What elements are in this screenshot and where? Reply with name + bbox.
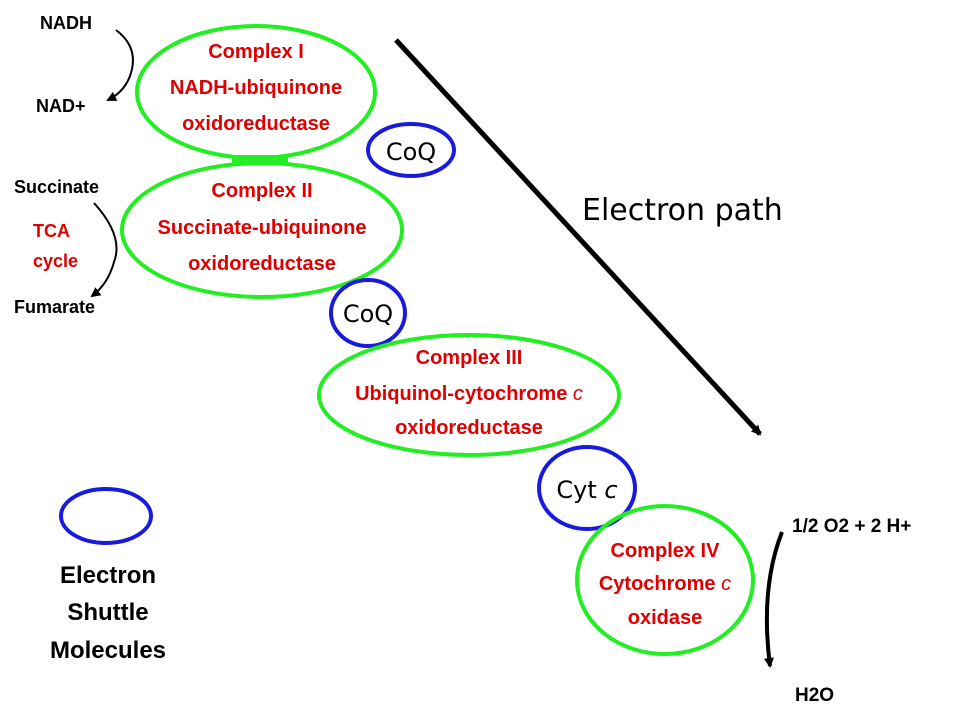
complex-iii-type: oxidoreductase <box>395 417 543 439</box>
cyt-c-label: Cyt c <box>556 476 617 504</box>
coq-shuttle-1: CoQ <box>366 122 456 178</box>
complex-iv-name: Complex IV <box>611 540 721 562</box>
tca-arrow <box>90 202 118 298</box>
complex-i-type: oxidoreductase <box>182 113 330 135</box>
complex-iii-ellipse <box>317 333 621 457</box>
complex-iii: Complex III Ubiquinol-cytochrome c oxido… <box>317 333 621 457</box>
complex-ii-name: Complex II <box>211 180 312 202</box>
tca-cycle-label: cycle <box>33 251 78 271</box>
complex-iv-type: oxidase <box>628 607 702 629</box>
complex-ii: Complex II Succinate-ubiquinone oxidored… <box>120 161 404 299</box>
nad-plus-label: NAD+ <box>36 96 86 116</box>
legend-line-1: Electron <box>60 562 156 589</box>
complex-i: Complex I NADH-ubiquinone oxidoreductase <box>135 24 377 160</box>
complex-iv-ellipse <box>575 504 755 656</box>
succinate-label: Succinate <box>14 177 99 197</box>
coq-shuttle-2: CoQ <box>329 278 407 348</box>
coq-1-label: CoQ <box>386 138 436 166</box>
fumarate-label: Fumarate <box>14 297 95 317</box>
electron-path-arrow <box>394 38 762 436</box>
complex-iv: Complex IV Cytochrome c oxidase <box>575 504 755 656</box>
coq-2-label: CoQ <box>343 300 393 328</box>
legend-line-3: Molecules <box>50 637 166 664</box>
legend: Electron Shuttle Molecules <box>50 487 166 664</box>
complex-iv-desc: Cytochrome c <box>599 573 731 595</box>
cyt-c-shuttle: Cyt c <box>537 445 637 531</box>
cyt-c-ellipse <box>537 445 637 531</box>
complex-ii-ellipse <box>120 161 404 299</box>
legend-line-2: Shuttle <box>67 599 148 626</box>
water-label: H2O <box>795 685 834 706</box>
complex-i-ellipse <box>135 24 377 160</box>
tca-label: TCA <box>33 221 70 241</box>
complex-iii-desc: Ubiquinol-cytochrome c <box>355 383 583 405</box>
complex-i-desc: NADH-ubiquinone <box>170 77 342 99</box>
oxygen-label: 1/2 O2 + 2 H+ <box>792 516 911 537</box>
oxygen-to-water-arrow <box>764 531 784 668</box>
nadh-label: NADH <box>40 13 92 33</box>
complex-iii-name: Complex III <box>416 347 523 369</box>
nadh-arrow <box>106 29 134 101</box>
complex-ii-type: oxidoreductase <box>188 253 336 275</box>
coq-1-ellipse <box>366 122 456 178</box>
complex-i-name: Complex I <box>208 41 304 63</box>
coq-2-ellipse <box>329 278 407 348</box>
legend-shuttle-icon <box>59 487 153 545</box>
complex-ii-desc: Succinate-ubiquinone <box>158 217 367 239</box>
electron-path-label: Electron path <box>582 193 783 228</box>
